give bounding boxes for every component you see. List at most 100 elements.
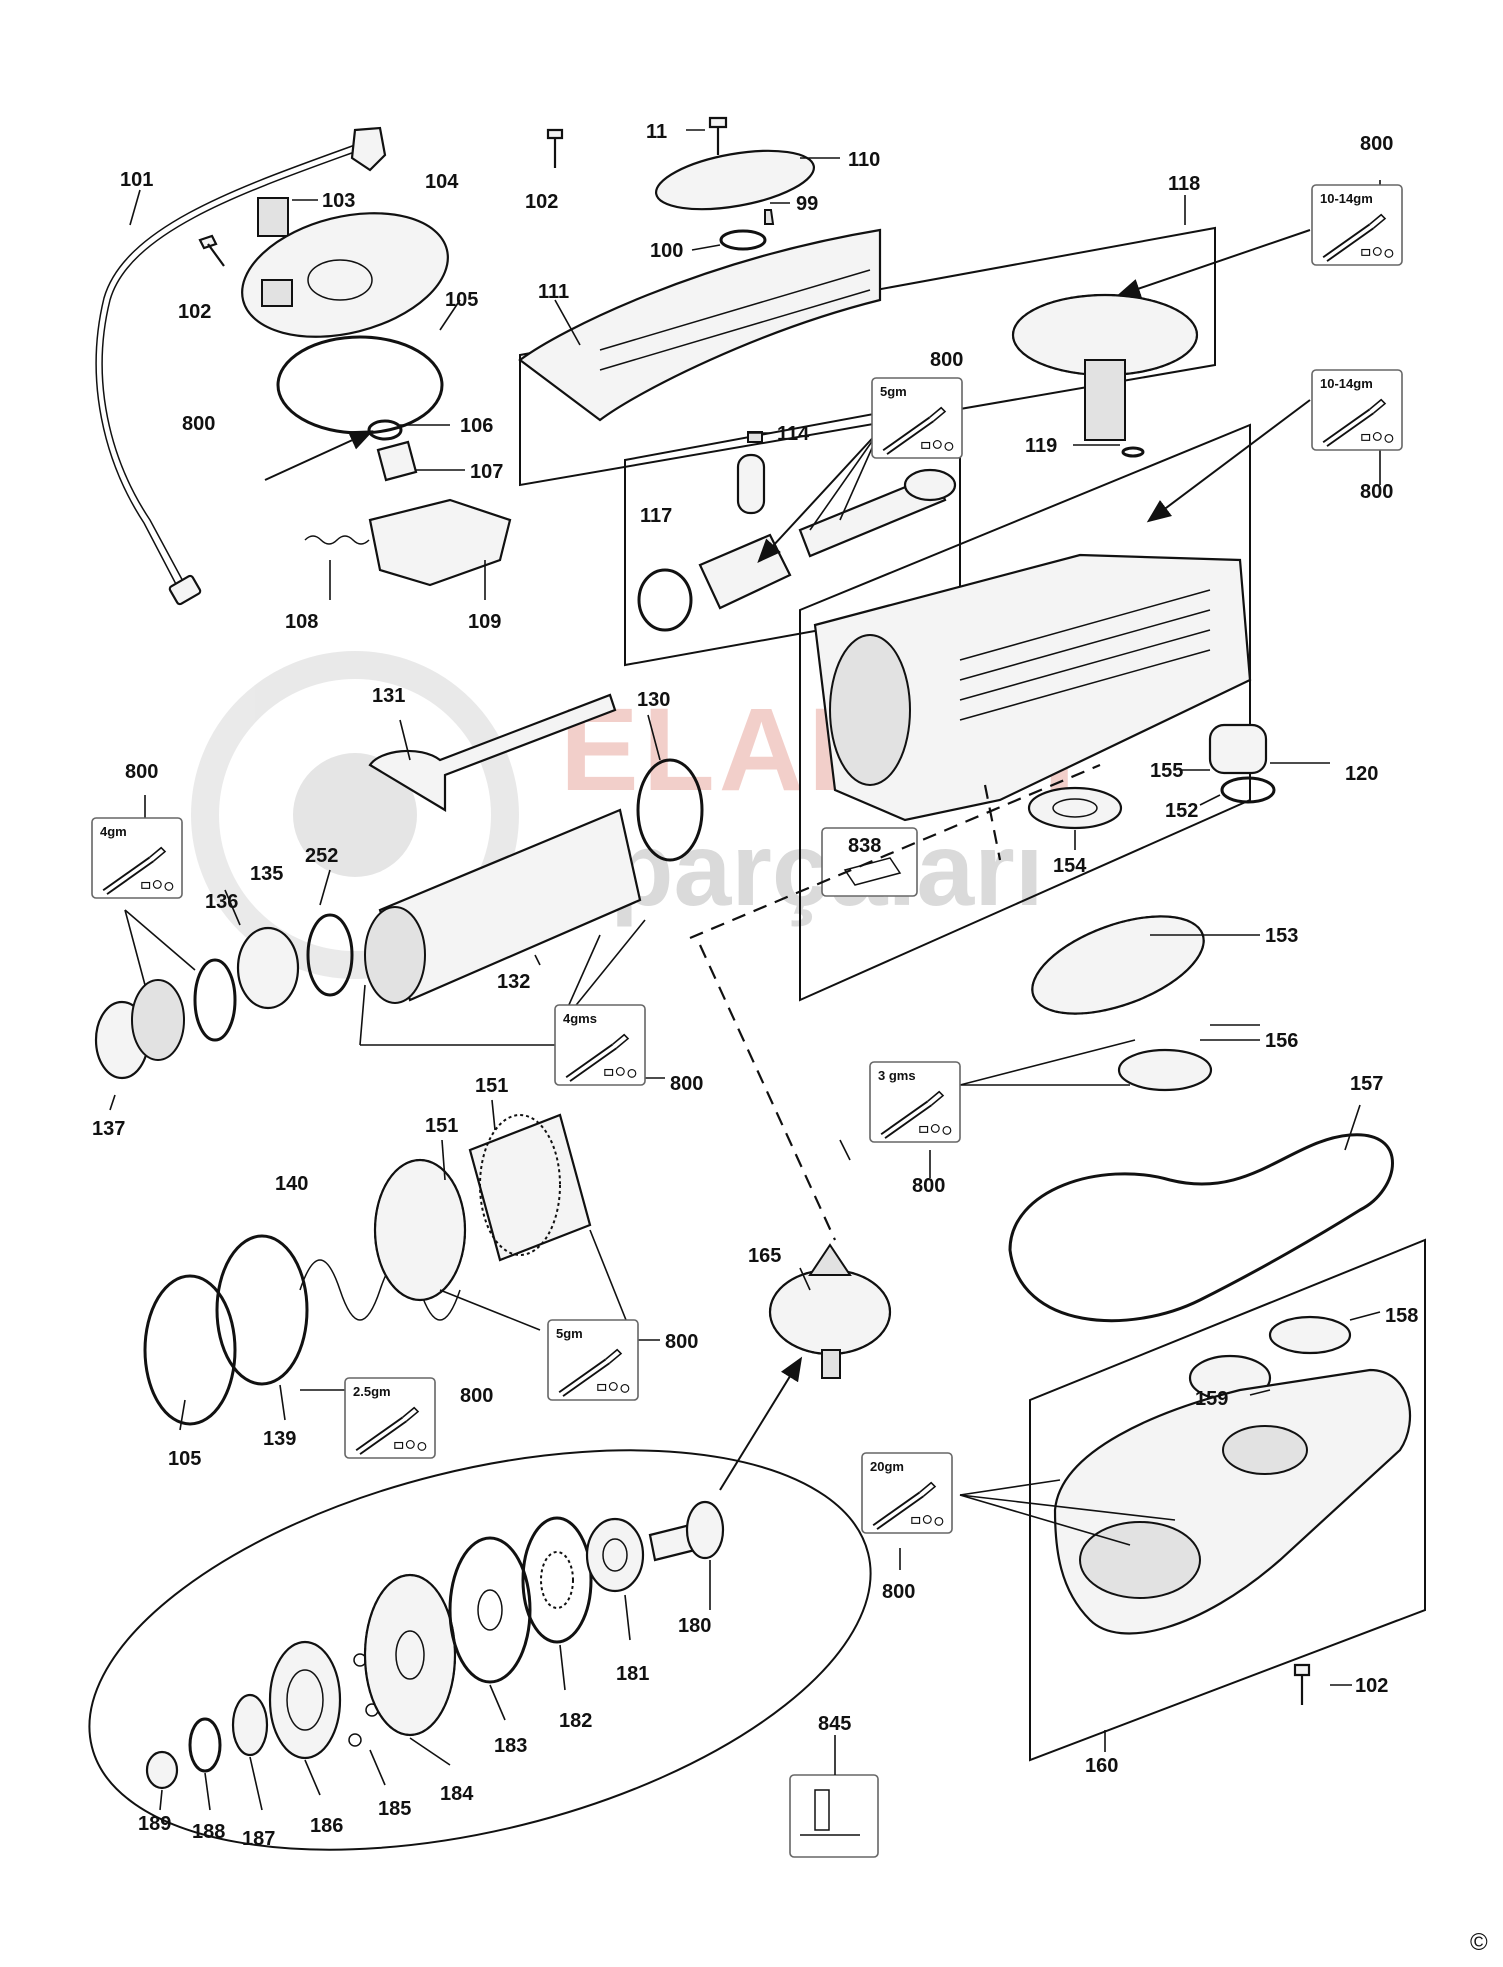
callout-118: 118 (1168, 173, 1200, 195)
callout-160: 160 (1085, 1755, 1118, 1777)
callout-130: 130 (637, 689, 670, 711)
ring-252 (306, 913, 354, 997)
callout-131: 131 (372, 685, 405, 707)
o-ring-105-top (276, 335, 444, 435)
bearing-181 (585, 1517, 645, 1593)
callout-103: 103 (322, 190, 355, 212)
gear-118-shaft (1084, 359, 1126, 441)
cylinder-132-front (364, 906, 426, 1004)
grease-card-label: 10-14gm (1320, 376, 1373, 391)
lower-cover-160 (1053, 1368, 1412, 1635)
callout-106: 106 (460, 415, 493, 437)
grease-arrows (124, 229, 1311, 1546)
grease-card-label: 2.5gm (353, 1384, 391, 1399)
callout-189: 189 (138, 1813, 171, 1835)
callout-105: 105 (168, 1448, 201, 1470)
screw-102-bottom (1293, 1663, 1311, 1705)
bearing-187 (231, 1693, 269, 1757)
callout-188: 188 (192, 1821, 225, 1843)
callout-140: 140 (275, 1173, 308, 1195)
callout-187: 187 (242, 1828, 275, 1850)
grease-card-g6: 3 gms (869, 1061, 961, 1143)
o-ring-100 (719, 229, 767, 251)
callout-182: 182 (559, 1710, 592, 1732)
spring-140 (299, 1259, 461, 1321)
callout-151: 151 (475, 1075, 508, 1097)
callout-800: 800 (182, 413, 215, 435)
seal-158 (1268, 1315, 1352, 1355)
callout-135: 135 (250, 863, 283, 885)
grease-card-label: 5gm (880, 384, 907, 399)
callout-132: 132 (497, 971, 530, 993)
gear-184-hub (395, 1630, 425, 1680)
grease-card-label: 4gm (100, 824, 127, 839)
brush-plate-hole (307, 259, 373, 301)
bearing-cage-151-front (479, 1114, 561, 1256)
callout-157: 157 (1350, 1073, 1383, 1095)
connecting-rod-eye (903, 468, 957, 502)
ring-152 (1220, 776, 1276, 804)
carbon-brush (257, 197, 289, 237)
cap-137-body (131, 979, 185, 1061)
callout-120: 120 (1345, 763, 1378, 785)
callout-800: 800 (460, 1385, 493, 1407)
brush-plate (241, 212, 449, 338)
washer-188 (188, 1717, 222, 1773)
pin-114 (747, 431, 763, 443)
leader-lines (109, 129, 1381, 1811)
piston-pin (736, 453, 766, 515)
sleeve-131 (368, 693, 617, 812)
ring-156 (1117, 1048, 1213, 1092)
callout-102: 102 (525, 191, 558, 213)
grease-card-g5: 4gms (554, 1004, 646, 1086)
gear-184-teeth (364, 1574, 456, 1736)
callout-800: 800 (912, 1175, 945, 1197)
washer-119 (1121, 446, 1145, 458)
callout-107: 107 (470, 461, 503, 483)
callout-108: 108 (285, 611, 318, 633)
callout-185: 185 (378, 1798, 411, 1820)
callout-137: 137 (92, 1118, 125, 1140)
handle-cover-111-ribs (599, 269, 871, 371)
screw-11 (708, 116, 728, 155)
group-frame-crank-housing (799, 423, 1251, 1002)
callout-800: 800 (670, 1073, 703, 1095)
cable-plug (350, 126, 387, 172)
callout-109: 109 (468, 611, 501, 633)
callout-180: 180 (678, 1615, 711, 1637)
grease-card-label: 4gms (563, 1011, 597, 1026)
callout-151: 151 (425, 1115, 458, 1137)
lower-cover-160-bore (1079, 1521, 1201, 1599)
gear-165 (768, 1268, 892, 1356)
grease-card-g3: 10-14gm (1311, 369, 1403, 451)
callout-800: 800 (1360, 481, 1393, 503)
callout-154: 154 (1053, 855, 1087, 877)
callout-186: 186 (310, 1815, 343, 1837)
grease-card-label: 10-14gm (1320, 191, 1373, 206)
ring-136 (193, 958, 237, 1042)
seal-154-inner (1052, 798, 1098, 818)
callout-99: 99 (796, 193, 818, 215)
gear-118-teeth (1012, 294, 1198, 376)
ball-185c (348, 1733, 362, 1747)
callout-153: 153 (1265, 925, 1298, 947)
callout-252: 252 (305, 845, 338, 867)
callout-165: 165 (748, 1245, 781, 1267)
callout-800: 800 (125, 761, 158, 783)
group-frame-gear-housing (519, 226, 1216, 487)
cable-connector (168, 574, 202, 606)
bearing-181-inner (602, 1538, 628, 1572)
callout-155: 155 (1150, 760, 1183, 782)
gear-153 (1031, 915, 1205, 1015)
callout-11: 11 (646, 121, 667, 143)
bearing-cage-151 (468, 1113, 592, 1262)
callout-117: 117 (640, 505, 672, 527)
callout-102: 102 (1355, 1675, 1388, 1697)
spring-washer-182-inner (540, 1551, 574, 1609)
switch-107 (376, 440, 418, 482)
callout-105: 105 (445, 289, 478, 311)
callout-114: 114 (777, 423, 810, 445)
callout-156: 156 (1265, 1030, 1298, 1052)
part-callouts: 101 103 104 102 105 106 107 108 109 800 … (92, 121, 1418, 1850)
grease-card-g1: 10-14gm (1311, 184, 1403, 266)
